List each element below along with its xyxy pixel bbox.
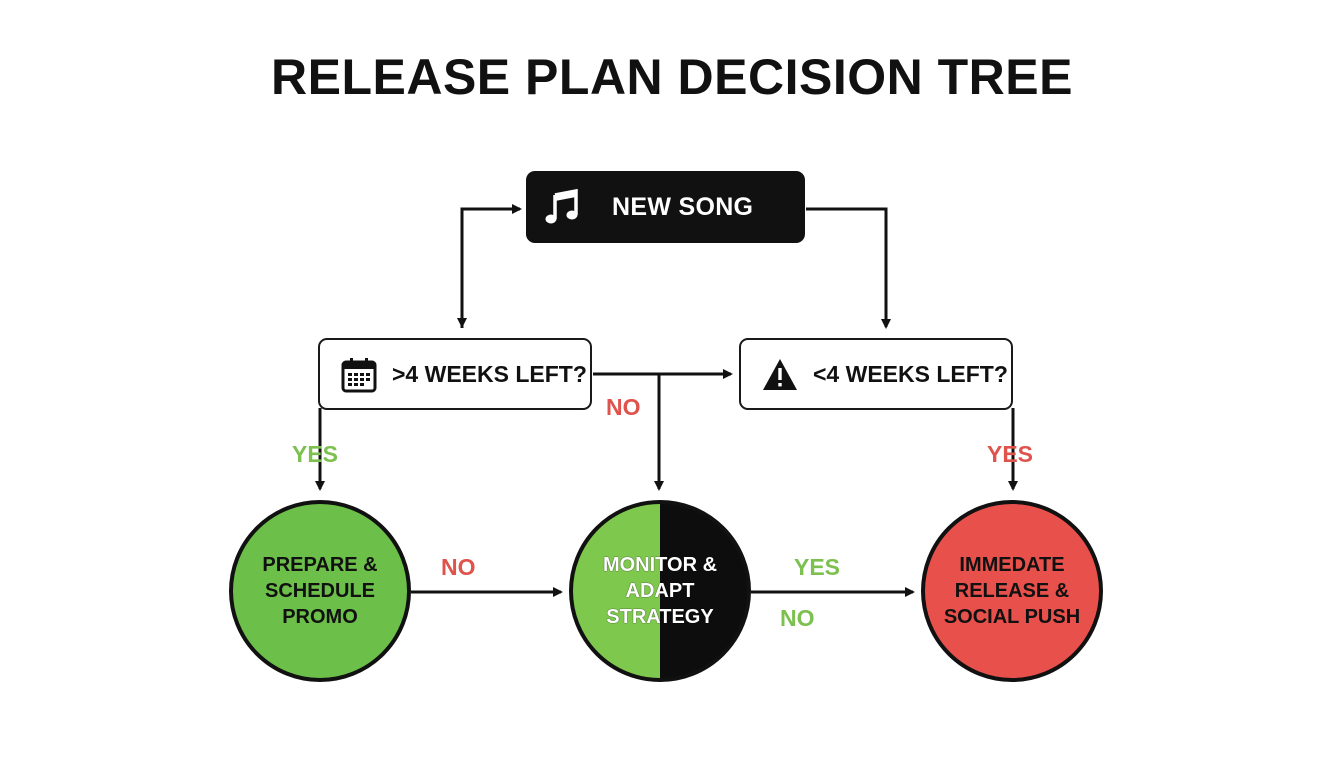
node-monitor-label: MONITOR & ADAPT STRATEGY [602, 554, 718, 628]
edge-label-monitor-no: NO [780, 605, 815, 631]
node-less-than-4-weeks-label: <4 WEEKS LEFT? [813, 361, 1008, 387]
node-more-than-4-weeks: >4 WEEKS LEFT? [318, 338, 592, 410]
edge-root-to-q-left [460, 204, 522, 328]
node-less-than-4-weeks: <4 WEEKS LEFT? [739, 338, 1013, 410]
node-immediate-release: IMMEDATE RELEASE & SOCIAL PUSH [921, 500, 1103, 682]
edge-label-prepare-no: NO [441, 554, 476, 580]
diagram-title: RELEASE PLAN DECISION TREE [271, 49, 1073, 105]
edge-label-left-yes: YES [292, 441, 339, 467]
music-note-icon [545, 188, 578, 224]
node-prepare-schedule-promo: PREPARE & SCHEDULE PROMO [229, 500, 411, 682]
node-immediate-label: IMMEDATE RELEASE & SOCIAL PUSH [943, 554, 1081, 628]
node-new-song: NEW SONG [526, 171, 805, 243]
node-new-song-label: NEW SONG [612, 193, 754, 221]
edge-root-to-q-right [806, 207, 891, 329]
calendar-icon [341, 358, 377, 393]
edge-label-left-no: NO [606, 394, 641, 420]
node-prepare-label: PREPARE & SCHEDULE PROMO [262, 554, 378, 628]
node-monitor-adapt-strategy: MONITOR & ADAPT STRATEGY [569, 500, 751, 682]
warning-icon [763, 359, 797, 390]
edge-label-right-yes: YES [987, 441, 1034, 467]
edge-label-monitor-yes: YES [794, 554, 841, 580]
node-more-than-4-weeks-label: >4 WEEKS LEFT? [392, 361, 587, 387]
